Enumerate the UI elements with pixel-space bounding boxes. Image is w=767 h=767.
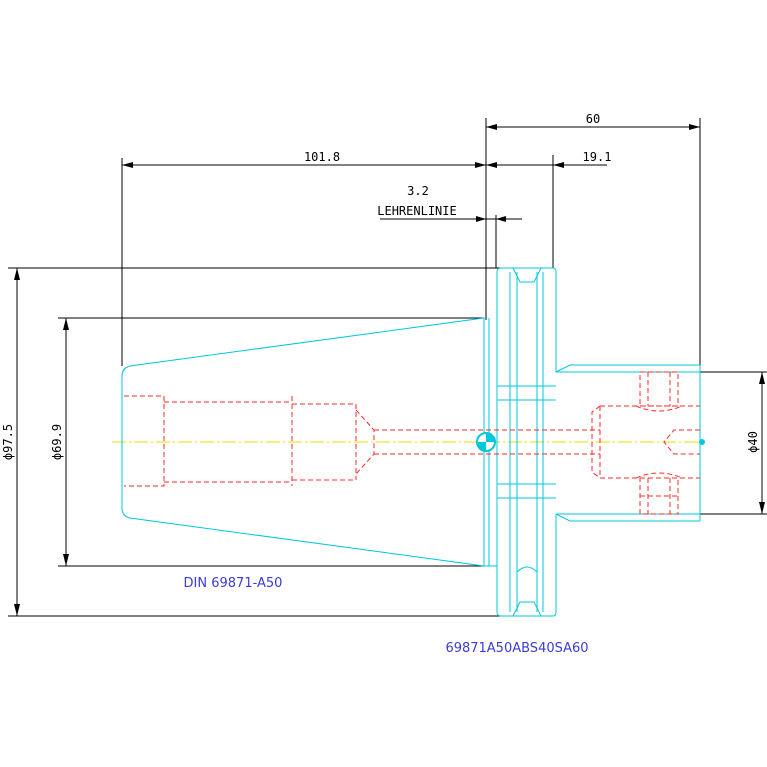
dim-flange-diameter: ϕ97.5 bbox=[1, 424, 15, 460]
part-number-label: 69871A50ABS40SA60 bbox=[445, 641, 588, 656]
part-outline bbox=[121, 267, 701, 617]
dim-overall-length: 60 bbox=[586, 112, 600, 126]
standard-label: DIN 69871-A50 bbox=[184, 576, 283, 591]
end-point-marker bbox=[699, 439, 705, 445]
gauge-line-label: LEHRENLINIE bbox=[377, 204, 456, 218]
dim-shank-length: 19.1 bbox=[583, 150, 612, 164]
dim-taper-diameter: ϕ69.9 bbox=[50, 424, 64, 460]
dim-shank-diameter: ϕ40 bbox=[746, 431, 760, 453]
dimension-lines bbox=[8, 118, 767, 617]
dim-taper-length: 101.8 bbox=[304, 150, 340, 164]
hidden-lines bbox=[124, 371, 700, 515]
gauge-point-marker bbox=[476, 432, 496, 452]
dim-gauge-offset: 3.2 bbox=[407, 184, 429, 198]
